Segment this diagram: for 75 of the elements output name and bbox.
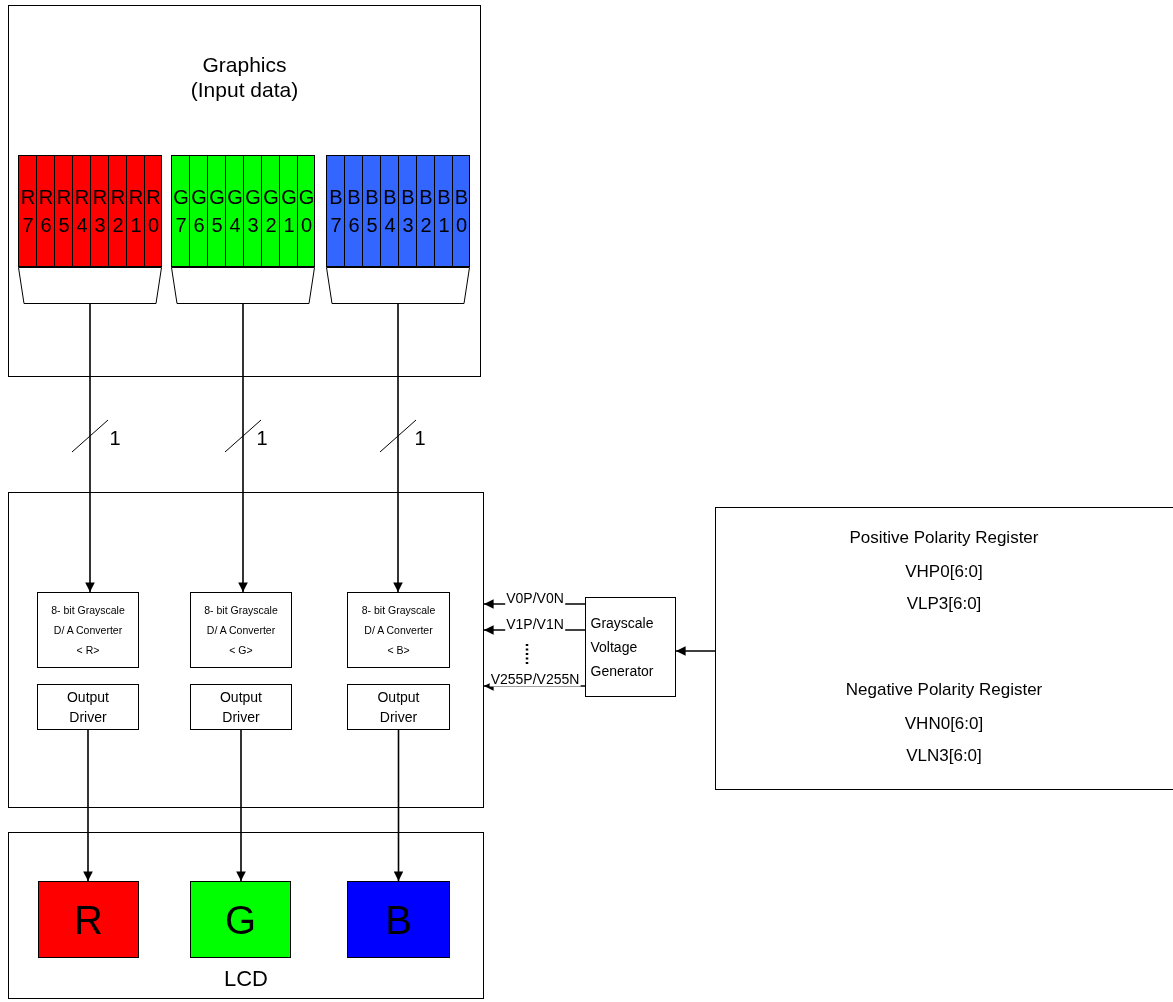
bit-label: G 6 bbox=[190, 185, 207, 238]
arrow bbox=[393, 303, 403, 593]
arrow bbox=[85, 303, 95, 593]
node-label: Output Driver bbox=[219, 688, 263, 727]
node-label: Output Driver bbox=[66, 688, 110, 727]
pixel-square bbox=[347, 881, 450, 958]
pixel-square bbox=[190, 881, 291, 958]
bit-label: R 5 bbox=[55, 185, 72, 238]
bit-label: G 2 bbox=[262, 185, 279, 238]
bit-label: R 7 bbox=[19, 185, 36, 238]
bit-cell bbox=[297, 155, 315, 267]
node-label: VHP0[6:0] bbox=[905, 562, 983, 582]
bit-label: R 1 bbox=[127, 185, 144, 238]
display-panel bbox=[8, 832, 484, 999]
converter-box bbox=[347, 592, 450, 668]
bit-label: G 5 bbox=[208, 185, 225, 238]
bit-cell bbox=[452, 155, 470, 267]
edge-label: V0P/V0N bbox=[505, 590, 565, 606]
edge-label: 1 bbox=[108, 427, 122, 449]
node-label: Graphics (Input data) bbox=[189, 52, 300, 102]
bit-cell bbox=[144, 155, 162, 267]
node-label: Grayscale Voltage Generator bbox=[590, 614, 655, 681]
node-label: LCD bbox=[224, 966, 268, 992]
bit-label: B 1 bbox=[436, 185, 451, 238]
bit-label: G 4 bbox=[226, 185, 243, 238]
edge-label: 1 bbox=[255, 427, 269, 449]
arrow bbox=[675, 646, 716, 656]
bit-label: R 3 bbox=[91, 185, 108, 238]
bit-label: B 0 bbox=[453, 185, 469, 238]
node-label: VLP3[6:0] bbox=[906, 594, 982, 614]
arrow bbox=[393, 729, 404, 882]
generator-box bbox=[585, 597, 676, 697]
node-label: Output Driver bbox=[376, 688, 421, 727]
register-box bbox=[715, 507, 1173, 790]
pixel-square bbox=[38, 881, 139, 958]
bit-label: R 2 bbox=[109, 185, 126, 238]
bit-label: B 4 bbox=[382, 185, 397, 238]
edge-label: 1 bbox=[413, 427, 427, 449]
edge-label: V255P/V255N bbox=[489, 671, 581, 687]
edge-label: V1P/V1N bbox=[505, 616, 565, 632]
multiplexer-trapezoid bbox=[171, 267, 315, 304]
driver-box bbox=[37, 684, 139, 730]
color-letter: B bbox=[385, 897, 412, 942]
multiplexer-trapezoid bbox=[326, 267, 470, 304]
bit-label: B 2 bbox=[418, 185, 433, 238]
node-label: 8- bit Grayscale D/ A Converter < R> bbox=[50, 603, 126, 658]
bit-label: R 0 bbox=[145, 185, 161, 238]
color-letter: G bbox=[224, 897, 257, 942]
node-label: Positive Polarity Register bbox=[849, 528, 1039, 548]
arrow bbox=[236, 729, 246, 882]
bit-label: R 4 bbox=[73, 185, 90, 238]
bit-label: R 6 bbox=[37, 185, 54, 238]
bit-label: B 6 bbox=[346, 185, 361, 238]
driver-box bbox=[190, 684, 292, 730]
arrow bbox=[83, 729, 93, 882]
node-label: Negative Polarity Register bbox=[845, 680, 1043, 700]
bit-label: G 0 bbox=[298, 185, 314, 238]
driver-box bbox=[347, 684, 450, 730]
bit-label: G 7 bbox=[172, 185, 189, 238]
node-label: VLN3[6:0] bbox=[906, 746, 982, 766]
node-label: 8- bit Grayscale D/ A Converter < G> bbox=[203, 603, 279, 658]
color-letter: R bbox=[74, 897, 103, 942]
bit-label: G 3 bbox=[244, 185, 261, 238]
node-label: VHN0[6:0] bbox=[904, 714, 984, 734]
arrow bbox=[238, 303, 248, 593]
panel-box bbox=[8, 5, 481, 377]
multiplexer-trapezoid bbox=[18, 267, 162, 304]
bit-label: B 3 bbox=[400, 185, 415, 238]
panel-box bbox=[8, 492, 484, 808]
bit-label: B 5 bbox=[364, 185, 379, 238]
converter-box bbox=[37, 592, 139, 668]
bit-label: G 1 bbox=[280, 185, 297, 238]
converter-box bbox=[190, 592, 292, 668]
bit-label: B 7 bbox=[328, 185, 343, 238]
node-label: 8- bit Grayscale D/ A Converter < B> bbox=[361, 603, 436, 658]
